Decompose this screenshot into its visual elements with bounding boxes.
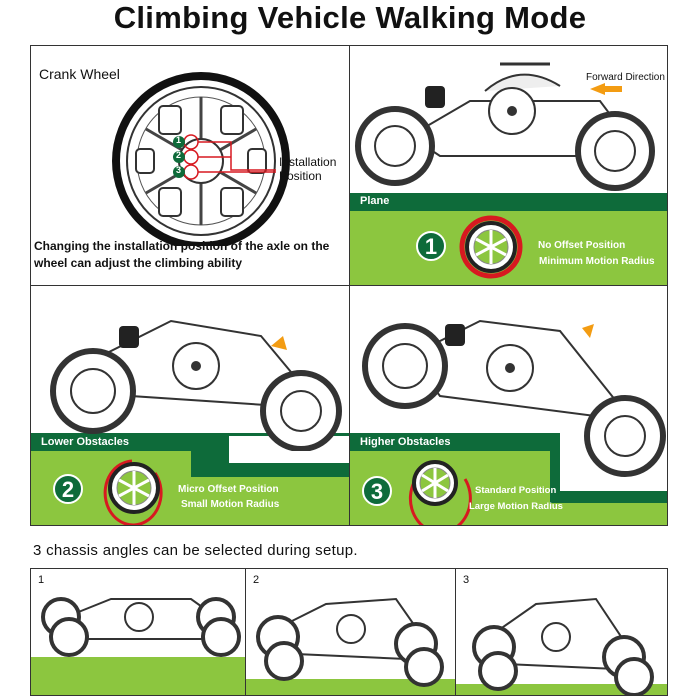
installation-position-label: Installation Position xyxy=(279,155,337,183)
chassis-panel-3: 3 xyxy=(455,568,668,696)
crank-wheel-heading: Crank Wheel xyxy=(39,66,120,82)
forward-direction-label: Forward Direction xyxy=(586,72,665,83)
plane-panel: Forward Direction Plane 1 No Offset Posi… xyxy=(349,45,668,286)
vehicle-angle-3-illustration xyxy=(472,597,654,695)
badge-2: 2 xyxy=(53,474,83,504)
lower-line1: Micro Offset Position xyxy=(178,484,279,495)
ground xyxy=(456,684,667,695)
wheel-2-icon xyxy=(103,459,163,525)
wheel-3-icon xyxy=(408,460,472,525)
higher-obstacles-panel: Higher Obstacles 3 Standard Position Lar… xyxy=(349,285,668,526)
badge-3: 3 xyxy=(362,476,392,506)
position-3-label: 3 xyxy=(176,165,182,175)
crank-wheel-panel: Crank Wheel 1 2 3 Installation Position … xyxy=(30,45,350,286)
higher-line1: Standard Position xyxy=(475,485,557,496)
vehicle-plane-illustration xyxy=(355,62,655,191)
plane-line2: Minimum Motion Radius xyxy=(539,256,655,267)
wheel-1-icon xyxy=(459,215,523,279)
ground xyxy=(31,657,245,695)
chassis-number-3: 3 xyxy=(463,574,470,586)
badge-1: 1 xyxy=(416,231,446,261)
position-1-label: 1 xyxy=(176,135,182,145)
page-title: Climbing Vehicle Walking Mode xyxy=(113,0,587,35)
vehicle-angle-1-illustration xyxy=(41,597,241,657)
plane-line1: No Offset Position xyxy=(538,240,626,251)
chassis-number-2: 2 xyxy=(253,574,260,586)
higher-band-label: Higher Obstacles xyxy=(360,436,451,448)
chassis-caption: 3 chassis angles can be selected during … xyxy=(33,542,358,559)
chassis-panel-2: 2 xyxy=(245,568,456,696)
vehicle-lower-illustration xyxy=(50,319,342,451)
lower-obstacles-panel: Lower Obstacles 2 Micro Offset Position … xyxy=(30,285,350,526)
vehicle-higher-illustration xyxy=(362,319,666,477)
lower-line2: Small Motion Radius xyxy=(181,499,280,510)
plane-band-label: Plane xyxy=(360,195,390,207)
crank-note: Changing the installation position of th… xyxy=(34,239,330,270)
vehicle-angle-2-illustration xyxy=(256,597,444,687)
plane-band: Plane xyxy=(350,193,667,211)
lower-ground-step xyxy=(191,477,349,525)
higher-line2: Large Motion Radius xyxy=(469,501,563,512)
higher-ground-step xyxy=(550,503,667,525)
chassis-number-1: 1 xyxy=(38,574,45,586)
lower-band-label: Lower Obstacles xyxy=(41,436,130,448)
chassis-panel-1: 1 xyxy=(30,568,246,696)
position-2-label: 2 xyxy=(176,150,182,160)
crank-wheel-icon xyxy=(112,72,290,246)
ground xyxy=(246,679,455,695)
